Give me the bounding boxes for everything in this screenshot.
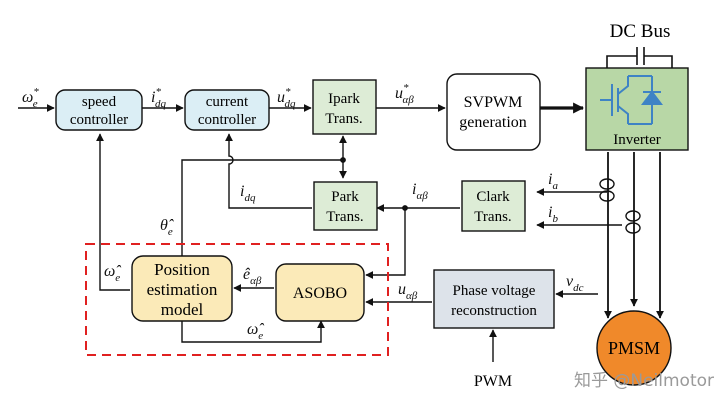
ipark-transform-block: Ipark Trans.: [312, 79, 377, 135]
svpwm-label-1: SVPWM: [464, 94, 523, 111]
signal-omega-hat-left: ω̂e: [104, 263, 121, 284]
position-label-2: estimation: [147, 280, 218, 299]
dc-bus: [606, 47, 673, 68]
clark-label-2: Trans.: [474, 209, 511, 225]
pwm-label: PWM: [474, 373, 512, 390]
current-sensor-coils: [599, 178, 641, 234]
current-controller-block: current controller: [184, 89, 270, 131]
pmsm-motor: PMSM: [596, 310, 672, 386]
park-transform-block: Park Trans.: [313, 181, 378, 231]
clark-transform-block: Clark Trans.: [461, 180, 526, 232]
signal-ia: ia: [548, 171, 558, 192]
signal-idq: idq: [240, 183, 256, 204]
current-controller-label-1: current: [206, 94, 249, 110]
igbt-switch-icon: [600, 75, 663, 125]
speed-controller-block: speed controller: [55, 89, 143, 131]
inverter-label: Inverter: [613, 132, 660, 148]
watermark: 知乎 @Neilmotor: [574, 371, 714, 391]
inverter-block: Inverter: [585, 67, 689, 151]
signal-iab: iαβ: [412, 181, 428, 202]
svpwm-block: SVPWM generation: [446, 73, 541, 151]
signal-omega-hat-bottom: ω̂e: [247, 321, 264, 342]
signal-ib: ib: [548, 204, 558, 225]
signal-e-hat: êαβ: [243, 266, 262, 287]
signal-udq-ref: u*dq: [277, 86, 296, 110]
asobo-block: ASOBO: [275, 263, 365, 322]
position-estimation-block: Position estimation model: [131, 255, 233, 322]
phase-voltage-label-2: reconstruction: [451, 303, 537, 319]
park-label-1: Park: [331, 189, 359, 205]
phase-voltage-reconstruction-block: Phase voltage reconstruction: [433, 269, 555, 329]
signal-uab: uαβ: [398, 281, 418, 302]
phase-lines: [604, 152, 664, 319]
ipark-label-1: Ipark: [328, 91, 360, 107]
position-label-3: model: [161, 300, 204, 319]
clark-label-1: Clark: [476, 189, 510, 205]
park-label-2: Trans.: [326, 209, 363, 225]
speed-controller-label-2: controller: [70, 112, 128, 128]
signal-theta-hat: θ̂e: [160, 217, 174, 238]
estimator-dashed-box: [85, 243, 389, 356]
ipark-label-2: Trans.: [325, 111, 362, 127]
current-controller-label-2: controller: [198, 112, 256, 128]
asobo-label: ASOBO: [293, 285, 347, 302]
pmsm-label: PMSM: [608, 338, 660, 358]
signal-uab-ref: u*αβ: [395, 82, 414, 106]
svpwm-label-2: generation: [459, 114, 527, 131]
signal-vdc: vdc: [566, 273, 584, 294]
dc-bus-label: DC Bus: [610, 21, 671, 42]
position-label-1: Position: [154, 260, 210, 279]
phase-voltage-label-1: Phase voltage: [453, 283, 536, 299]
speed-controller-label-1: speed: [82, 94, 117, 110]
signal-wires: [18, 104, 622, 362]
signal-omega-ref: ω*e: [22, 86, 39, 110]
signal-idq-ref: i*dq: [151, 86, 166, 110]
